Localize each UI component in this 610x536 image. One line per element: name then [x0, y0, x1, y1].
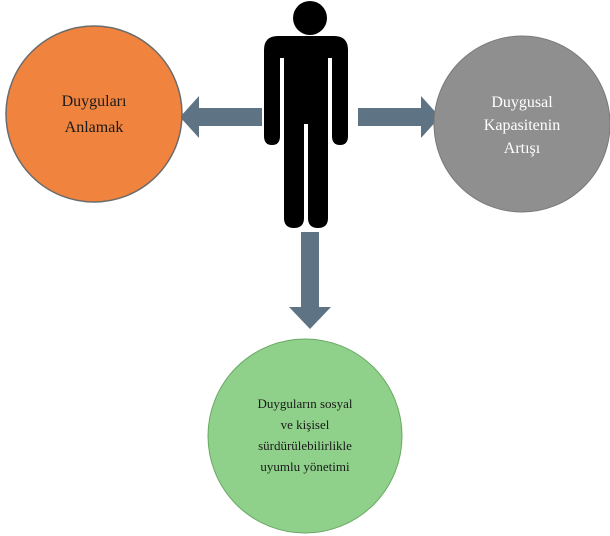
- arrow-left: [180, 96, 262, 138]
- arrow-down: [289, 232, 331, 329]
- arrow-right: [358, 96, 440, 138]
- node-bottom-circle: [207, 338, 403, 534]
- node-bottom-label: Duyguların sosyal ve kişisel sürdürülebi…: [257, 396, 353, 474]
- node-right-circle: [433, 35, 610, 213]
- person-icon: [264, 1, 348, 228]
- node-left-label: Duyguları Anlamak: [61, 93, 127, 136]
- node-right-label: Duygusal Kapasitenin Artışı: [483, 93, 561, 157]
- node-left-circle: [5, 25, 183, 203]
